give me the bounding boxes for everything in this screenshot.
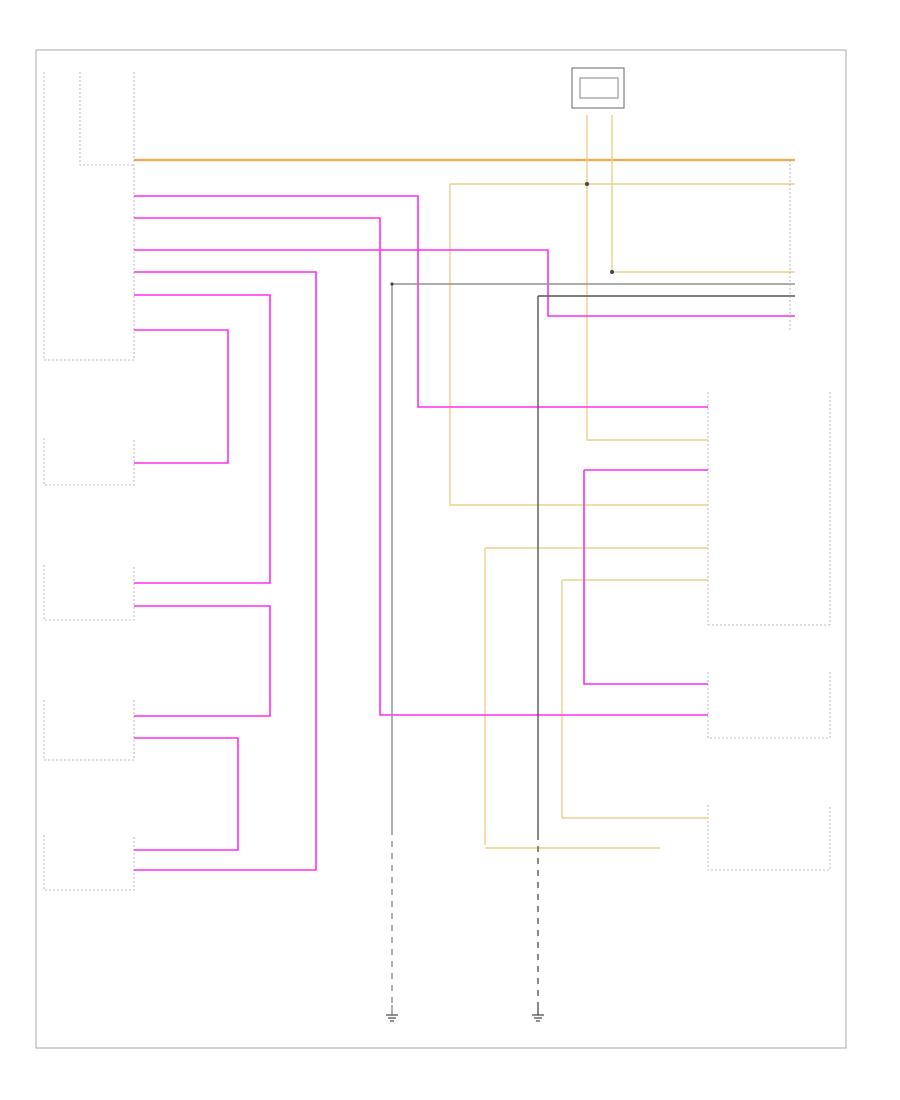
wires-gray xyxy=(391,283,795,1015)
left-module-body-control xyxy=(43,438,135,486)
wires-magenta xyxy=(134,195,795,871)
wires-tan xyxy=(449,115,795,849)
wires-dark xyxy=(537,295,795,1015)
left-module-vehicle-theft xyxy=(43,700,135,761)
diagram-border xyxy=(35,49,847,1049)
ground-symbol-2 xyxy=(532,1014,544,1022)
right-module-engine-control xyxy=(707,392,831,626)
left-module-transfer-case xyxy=(43,565,135,621)
left-module-top xyxy=(43,72,135,361)
ground-dashes xyxy=(391,835,539,1005)
splice-dot-3 xyxy=(390,282,394,286)
splice-dot-1 xyxy=(585,182,589,186)
left-module-electronic-brake xyxy=(43,835,135,891)
top-right-component-box xyxy=(571,67,625,109)
splice-dot-2 xyxy=(610,270,614,274)
ground-symbol-1 xyxy=(386,1014,398,1022)
right-module-radio xyxy=(707,672,831,739)
top-right-component-inner xyxy=(579,77,619,99)
right-module-transmission xyxy=(707,805,831,871)
